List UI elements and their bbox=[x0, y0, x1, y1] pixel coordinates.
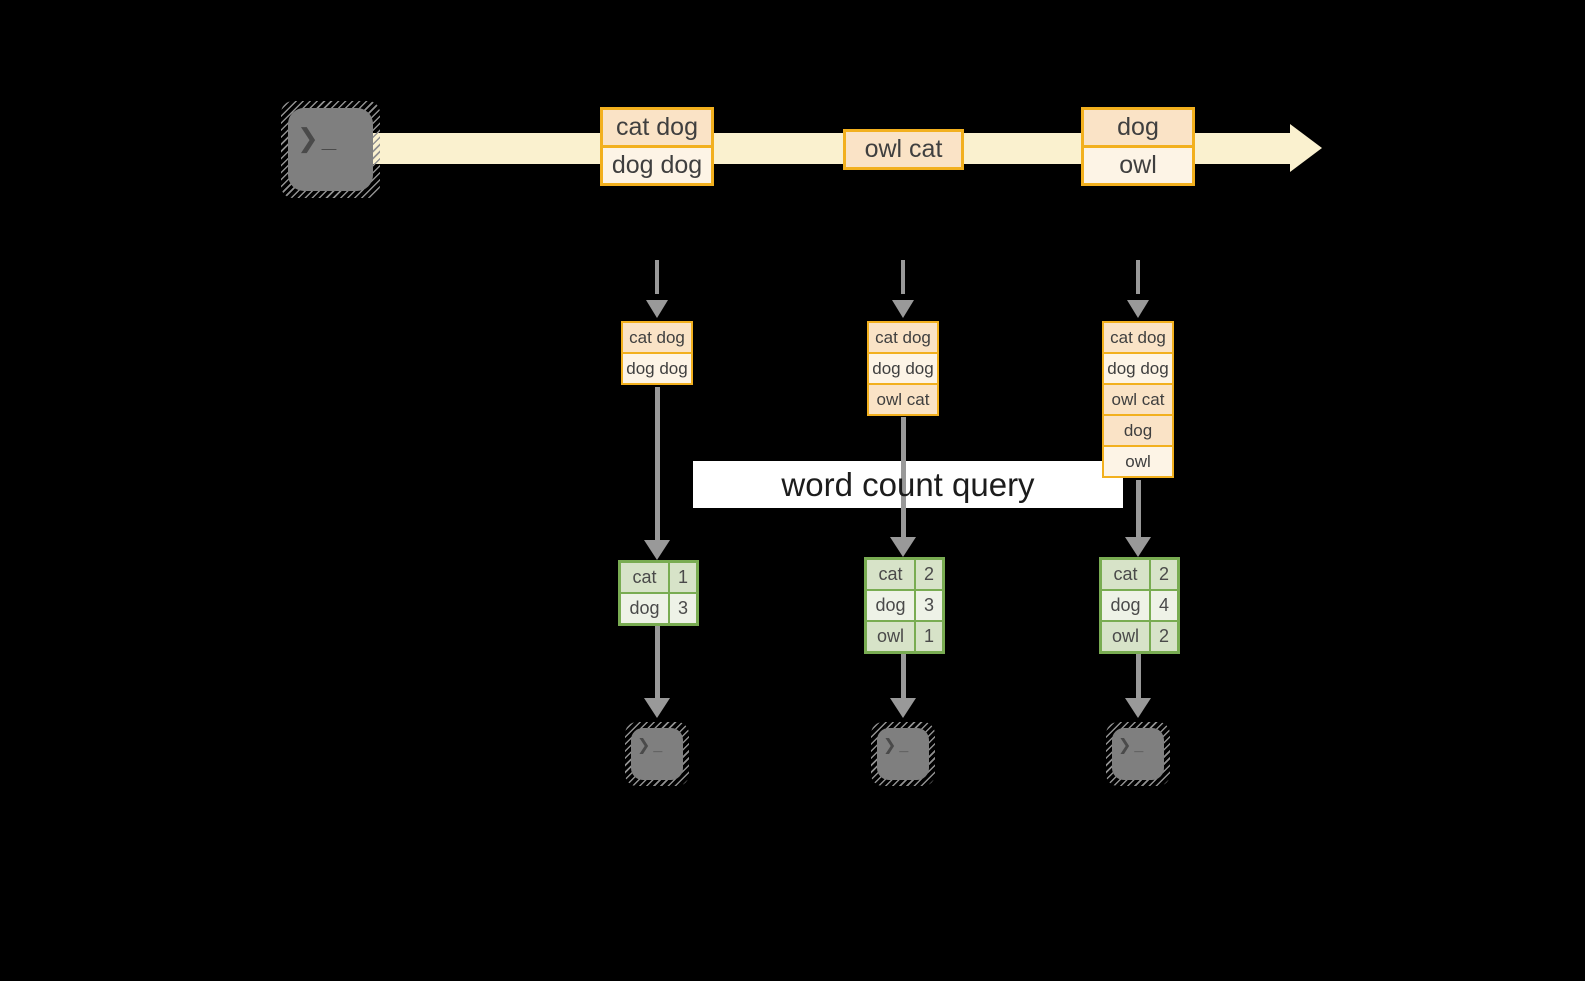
count-cell: 3 bbox=[916, 591, 942, 620]
state-record: owl cat bbox=[1102, 383, 1174, 416]
source-terminal-icon: ❯_ bbox=[281, 101, 380, 198]
stream-record: dog bbox=[1081, 107, 1195, 148]
sink-terminal-icon-2: ❯_ bbox=[871, 722, 935, 786]
down-arrow-icon bbox=[644, 626, 670, 718]
count-cell: 3 bbox=[670, 594, 696, 623]
stream-timeline-arrowhead-icon bbox=[1290, 124, 1322, 172]
state-record: cat dog bbox=[867, 321, 939, 354]
dashed-arrow-icon bbox=[892, 260, 914, 318]
state-record: cat dog bbox=[621, 321, 693, 354]
word-cell: cat bbox=[621, 563, 668, 592]
state-record: owl bbox=[1102, 445, 1174, 478]
result-table-1: cat 1 dog 3 bbox=[618, 560, 699, 626]
query-label-background bbox=[693, 461, 1123, 508]
sink-terminal-icon-3: ❯_ bbox=[1106, 722, 1170, 786]
result-table-3: cat 2 dog 4 owl 2 bbox=[1099, 557, 1180, 654]
stream-record: owl bbox=[1081, 145, 1195, 186]
state-box-1: cat dog dog dog bbox=[621, 321, 693, 385]
terminal-prompt-icon: ❯_ bbox=[883, 737, 912, 754]
state-record: dog dog bbox=[867, 352, 939, 385]
terminal-screen bbox=[288, 108, 373, 191]
query-label: word count query bbox=[781, 466, 1035, 503]
count-cell: 2 bbox=[916, 560, 942, 589]
word-cell: dog bbox=[1102, 591, 1149, 620]
terminal-prompt-icon: ❯_ bbox=[1118, 737, 1147, 754]
stream-batch-1: cat dog dog dog bbox=[600, 107, 714, 186]
stream-record: owl cat bbox=[843, 129, 964, 170]
down-arrow-icon bbox=[890, 654, 916, 718]
word-cell: dog bbox=[621, 594, 668, 623]
state-record: dog dog bbox=[621, 352, 693, 385]
stream-record: dog dog bbox=[600, 145, 714, 186]
stream-batch-2: owl cat bbox=[843, 129, 964, 170]
word-cell: owl bbox=[867, 622, 914, 651]
stream-batch-3: dog owl bbox=[1081, 107, 1195, 186]
terminal-prompt-icon: ❯_ bbox=[637, 737, 666, 754]
terminal-prompt-icon: ❯_ bbox=[297, 123, 340, 153]
count-cell: 2 bbox=[1151, 560, 1177, 589]
count-cell: 1 bbox=[916, 622, 942, 651]
count-cell: 2 bbox=[1151, 622, 1177, 651]
down-arrow-icon bbox=[1125, 654, 1151, 718]
sink-terminal-icon-1: ❯_ bbox=[625, 722, 689, 786]
word-cell: owl bbox=[1102, 622, 1149, 651]
state-record: dog dog bbox=[1102, 352, 1174, 385]
result-table-2: cat 2 dog 3 owl 1 bbox=[864, 557, 945, 654]
word-cell: dog bbox=[867, 591, 914, 620]
down-arrow-icon bbox=[644, 387, 670, 560]
terminal-screen bbox=[631, 728, 683, 780]
state-record: cat dog bbox=[1102, 321, 1174, 354]
down-arrow-icon bbox=[1125, 480, 1151, 557]
word-cell: cat bbox=[867, 560, 914, 589]
state-box-3: cat dog dog dog owl cat dog owl bbox=[1102, 321, 1174, 478]
stream-record: cat dog bbox=[600, 107, 714, 148]
count-cell: 1 bbox=[670, 563, 696, 592]
word-cell: cat bbox=[1102, 560, 1149, 589]
count-cell: 4 bbox=[1151, 591, 1177, 620]
state-record: dog bbox=[1102, 414, 1174, 447]
terminal-screen bbox=[877, 728, 929, 780]
dashed-arrow-icon bbox=[646, 260, 668, 318]
terminal-screen bbox=[1112, 728, 1164, 780]
dashed-arrow-icon bbox=[1127, 260, 1149, 318]
state-record: owl cat bbox=[867, 383, 939, 416]
state-box-2: cat dog dog dog owl cat bbox=[867, 321, 939, 416]
down-arrow-icon bbox=[890, 417, 916, 557]
